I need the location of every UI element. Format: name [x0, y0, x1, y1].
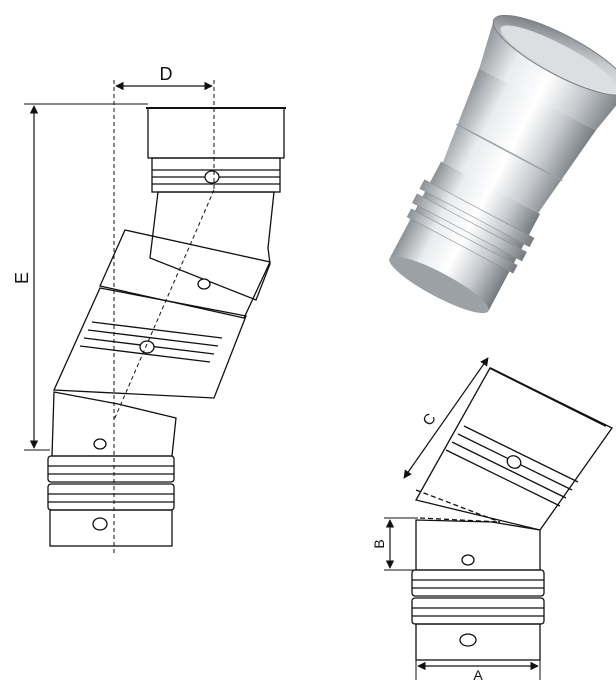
dimension-d-label: D: [160, 64, 173, 84]
bottom-ring-1: [47, 455, 175, 483]
render-upper-body: [442, 68, 596, 214]
right-elbow-drawing: [384, 357, 613, 680]
joint-dashed-line-2: [419, 517, 501, 523]
hole-icon: [92, 517, 108, 531]
upper-angled-section: [415, 367, 613, 531]
bottom-collar: [49, 509, 173, 547]
hole-icon: [204, 170, 220, 184]
lower-segment: [51, 391, 177, 457]
upper-segment: [149, 191, 275, 301]
centerline-diagonal: [113, 189, 215, 421]
elbow-3d-render: [389, 14, 616, 314]
dimension-e-label: E: [12, 272, 32, 284]
lower-section: [415, 519, 541, 571]
dimension-c-label: C: [420, 410, 440, 429]
joint-dashed-line: [415, 489, 501, 523]
dimension-c-line: [403, 357, 489, 479]
top-collar: [147, 107, 285, 159]
middle-segment: [99, 229, 271, 319]
hole-icon: [459, 633, 477, 647]
lower-collar: [415, 623, 541, 661]
hole-icon: [139, 340, 155, 354]
dimension-a-label: A: [473, 667, 483, 682]
lower-ring-2: [411, 597, 545, 625]
hole-icon: [461, 554, 475, 566]
hole-icon: [197, 278, 211, 290]
left-elbow-drawing: [24, 80, 286, 554]
dimension-b-label: B: [371, 539, 387, 548]
hole-icon: [93, 438, 107, 450]
lower-ring-1: [411, 569, 545, 597]
bottom-ring-2: [47, 483, 175, 511]
hole-icon: [506, 455, 522, 469]
